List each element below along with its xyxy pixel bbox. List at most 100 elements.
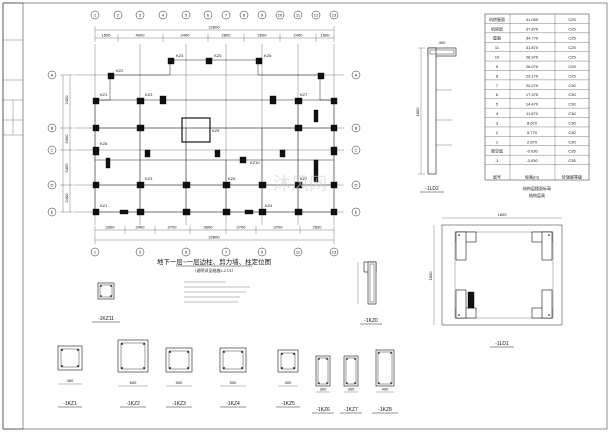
story-floor: 10 (495, 55, 500, 60)
column-tag: KZ4 (265, 203, 273, 208)
story-floor: 1 (496, 139, 499, 144)
detail-kz11: -1KZ11 (92, 282, 120, 323)
story-floor: 11 (495, 45, 500, 50)
axis-bottom-label: 5 (185, 250, 188, 255)
section-width: 450 (67, 378, 74, 383)
dim-top: 2600 (258, 33, 268, 38)
axis-top-label: 13 (332, 13, 337, 18)
story-height: 17.370 (526, 92, 539, 97)
section-kz3: 500 -1KZ3 (165, 347, 193, 408)
story-grade: C25 (568, 55, 576, 60)
dim-top: 2400 (181, 33, 191, 38)
story-floor: -1 (495, 158, 499, 163)
column-tag: KZ7 (300, 176, 308, 181)
section-width: 500 (230, 380, 237, 385)
axis-top-label: 5 (185, 13, 188, 18)
column-tag: KZ3 (145, 92, 153, 97)
section-label: -1KZ1 (63, 401, 77, 407)
axis-left-label: E (51, 210, 54, 215)
section-width: 400 (382, 387, 389, 392)
column-tag: KZ3 (145, 176, 153, 181)
story-table-caption: 结构层楼面标高 (523, 185, 551, 191)
notes-block (184, 281, 250, 303)
axis-bottom-label: 3 (139, 250, 142, 255)
dim-left: 5400 (64, 163, 69, 173)
top-dimension-lines: 22800 1500 4000 2400 2800 2600 2400 1500 (94, 25, 335, 42)
detail-kz0-label: -1KZ0 (364, 318, 378, 324)
story-grade: C35 (568, 158, 576, 163)
dim-top: 1500 (102, 33, 112, 38)
story-floor: 8 (496, 73, 499, 78)
column-tag: KZ4 (176, 53, 184, 58)
axis-top-label: 8 (243, 13, 246, 18)
story-floor: 7 (496, 83, 499, 88)
section-width: 300 (348, 387, 355, 392)
story-height: 26.070 (526, 64, 539, 69)
plan-title: 地下一层~一层边柱、剪力墙、柱定位图 (157, 257, 271, 266)
axis-right-label: D (355, 183, 358, 188)
section-width: 300 (320, 387, 327, 392)
detail-ld2: 1800 400 -1LD2 (415, 40, 457, 193)
story-grade: C35 (568, 149, 576, 154)
left-title-strip (2, 2, 24, 430)
section-kz6: 300 -1KZ6 (312, 355, 334, 414)
detail-ld1: 1600 1800 -1LD1 (428, 212, 563, 348)
column-tag: KZ10 (250, 160, 260, 165)
plan-column-tags: KZ1 KZ2 KZ3 KZ4 KZ5 KZ6 KZ7 KZ8 KZ9 KZ10… (100, 53, 308, 208)
story-grade: C30 (568, 139, 576, 144)
right-axis-bubbles: A B C D E (351, 70, 361, 217)
story-grade: C25 (568, 64, 576, 69)
column-tag: KZ9 (212, 128, 220, 133)
dim-left: 2400 (64, 95, 69, 105)
axis-right-label: E (355, 210, 358, 215)
section-kz4: 500 -1KZ4 (219, 347, 247, 408)
left-dimension-lines: 2400 5400 5400 2400 (60, 74, 73, 213)
axis-top-label: 9 (261, 13, 264, 18)
axis-top-label: 7 (225, 13, 228, 18)
section-label: -1KZ6 (316, 407, 330, 413)
column-tag: KZ8 (100, 141, 108, 146)
detail-kz0: -1KZ0 (357, 261, 382, 325)
axis-bottom-label: 7 (225, 250, 228, 255)
section-label: -1KZ2 (126, 401, 140, 407)
ld2-dim: 400 (439, 40, 446, 45)
story-table-header-floor: 层号 (493, 174, 501, 180)
story-grade: C30 (568, 111, 576, 116)
section-label: -1KZ5 (281, 401, 295, 407)
ld1-dim: 1600 (498, 212, 508, 217)
section-label: -1KZ8 (378, 407, 392, 413)
story-table-header-height: 标高(m) (525, 174, 540, 180)
story-floor: 机房屋面 (489, 16, 505, 22)
section-width: 400 (285, 380, 292, 385)
story-height: 2.870 (527, 139, 538, 144)
dim-top: 1500 (321, 33, 331, 38)
story-grade: C30 (568, 102, 576, 107)
detail-kz11-label: -1KZ11 (98, 316, 114, 322)
axis-top-label: 2 (117, 13, 120, 18)
core-shaft (181, 117, 211, 143)
detail-ld2-label: -1LD2 (425, 186, 439, 192)
ld1-dim: 1800 (428, 271, 433, 281)
story-floor: 机房层 (491, 25, 503, 31)
plan-grid-lines (74, 44, 344, 225)
top-axis-bubbles: 1 2 3 4 5 6 7 8 9 10 11 12 13 (90, 10, 339, 20)
dim-bottom: 2700 (237, 225, 247, 230)
story-floor: 9 (496, 64, 499, 69)
story-floor: 3 (496, 120, 499, 125)
section-label: -1KZ7 (344, 407, 358, 413)
story-height: 11.570 (526, 111, 539, 116)
section-width: 600 (130, 380, 137, 385)
dim-top: 2800 (222, 33, 232, 38)
axis-left-label: A (51, 73, 54, 78)
dim-bottom-total: 22800 (208, 235, 220, 240)
story-grade: C25 (568, 17, 576, 22)
dim-left: 2400 (64, 193, 69, 203)
column-tag: KZ1 (100, 92, 108, 97)
story-height: 20.270 (526, 83, 539, 88)
story-table-header-grade: 砼强度等级 (562, 174, 582, 180)
axis-top-label: 1 (94, 13, 97, 18)
story-grade: C25 (568, 26, 576, 31)
section-kz8: 400 -1KZ8 (372, 349, 398, 414)
